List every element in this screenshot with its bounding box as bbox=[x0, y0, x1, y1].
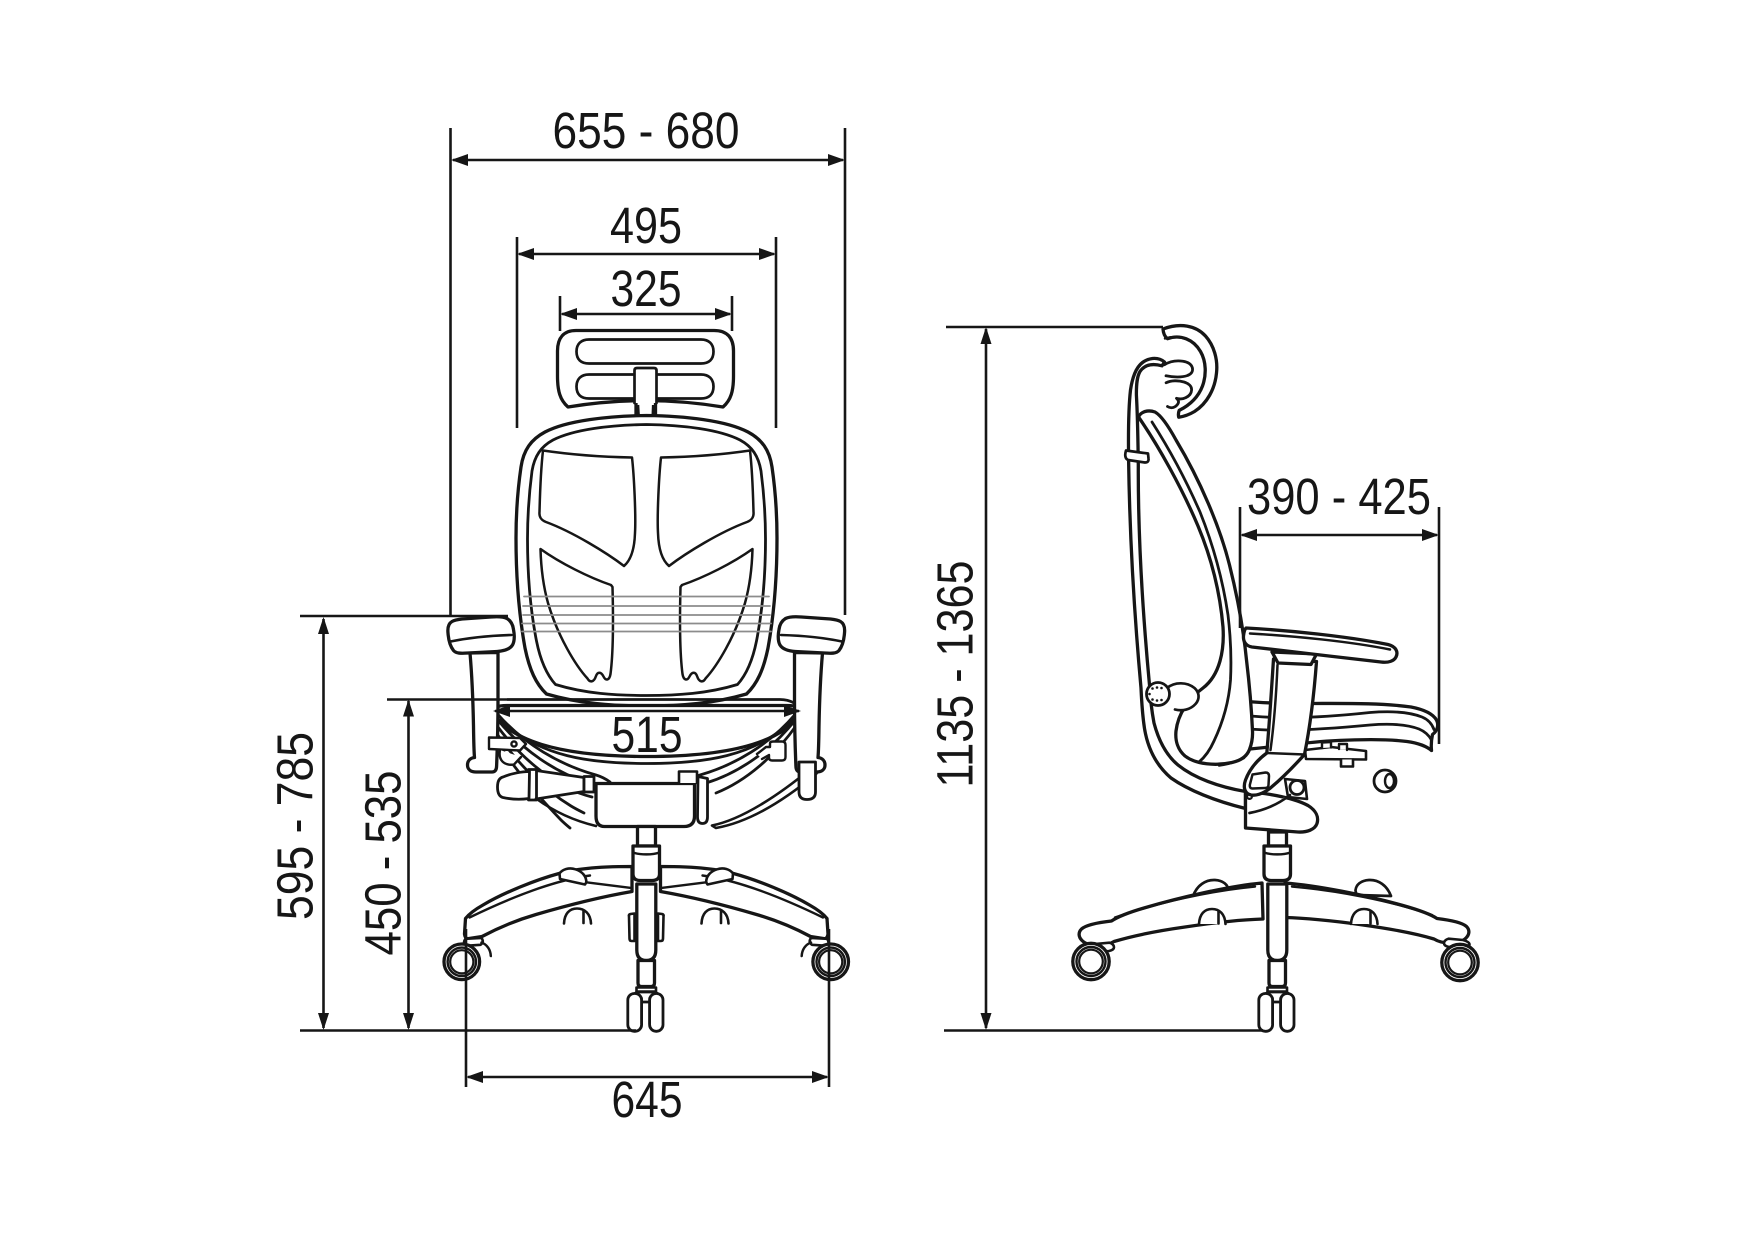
svg-text:1135 - 1365: 1135 - 1365 bbox=[927, 561, 984, 788]
svg-text:515: 515 bbox=[612, 706, 683, 763]
svg-text:390 - 425: 390 - 425 bbox=[1247, 468, 1431, 525]
svg-text:325: 325 bbox=[611, 260, 682, 317]
svg-text:645: 645 bbox=[612, 1071, 683, 1128]
svg-text:655 - 680: 655 - 680 bbox=[553, 102, 740, 159]
svg-text:450 - 535: 450 - 535 bbox=[355, 771, 412, 956]
svg-text:495: 495 bbox=[610, 197, 682, 254]
svg-text:595 - 785: 595 - 785 bbox=[267, 732, 324, 920]
